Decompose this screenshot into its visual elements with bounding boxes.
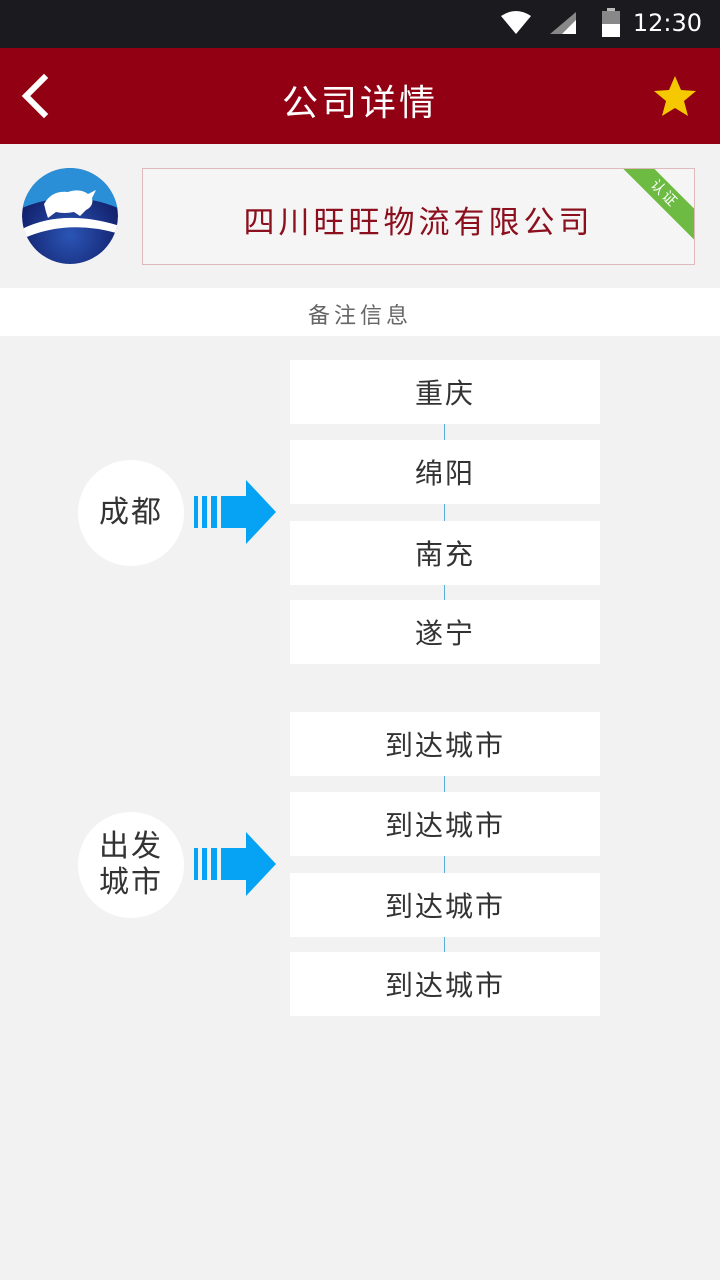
arrow-right-icon (194, 832, 276, 896)
arrow-right-icon (194, 480, 276, 544)
destination-city[interactable]: 绵阳 (290, 440, 600, 504)
destination-city[interactable]: 重庆 (290, 360, 600, 424)
wifi-icon (501, 11, 531, 34)
remark-label: 备注信息 (307, 304, 412, 329)
chevron-left-icon (21, 73, 49, 119)
origin-city: 出发城市 (78, 812, 184, 918)
bull-logo-icon (22, 168, 118, 264)
status-time: 12:30 (632, 9, 702, 37)
destination-city[interactable]: 南充 (290, 521, 600, 585)
app-bar: 公司详情 (0, 48, 720, 144)
cell-signal-icon (550, 12, 576, 34)
status-bar: 12:30 (0, 0, 720, 48)
company-name: 四川旺旺物流有限公司 (243, 205, 594, 241)
route-group: 出发城市 到达城市 到达城市 到达城市 到达城市 (0, 712, 720, 1016)
company-header: 四川旺旺物流有限公司 认证 (0, 144, 720, 288)
destination-city[interactable]: 到达城市 (290, 712, 600, 776)
company-name-card: 四川旺旺物流有限公司 认证 (142, 168, 695, 265)
origin-city: 成都 (78, 460, 184, 566)
route-connector (444, 744, 445, 984)
route-connector (444, 392, 445, 632)
favorite-button[interactable] (652, 74, 698, 120)
back-button[interactable] (14, 72, 62, 120)
company-logo (22, 168, 118, 264)
page-title: 公司详情 (281, 83, 438, 124)
destination-city[interactable]: 到达城市 (290, 792, 600, 856)
star-icon (654, 76, 696, 116)
destination-city[interactable]: 到达城市 (290, 873, 600, 937)
remark-bar[interactable]: 备注信息 (0, 288, 720, 336)
route-group: 成都 重庆 绵阳 南充 遂宁 (0, 360, 720, 664)
battery-icon (602, 8, 620, 37)
destination-city[interactable]: 遂宁 (290, 600, 600, 664)
destination-city[interactable]: 到达城市 (290, 952, 600, 1016)
